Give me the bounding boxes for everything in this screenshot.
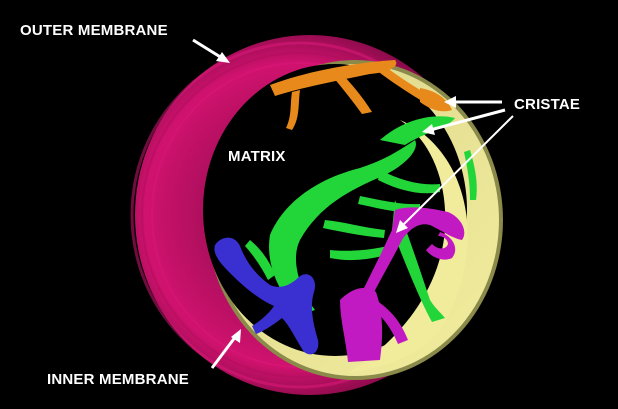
crista-orange xyxy=(270,60,452,130)
label-matrix: MATRIX xyxy=(228,148,286,165)
label-outer-membrane: OUTER MEMBRANE xyxy=(20,22,168,39)
label-cristae: CRISTAE xyxy=(514,96,581,113)
crista-blue xyxy=(214,237,319,355)
label-inner-membrane: INNER MEMBRANE xyxy=(47,371,189,388)
crista-magenta xyxy=(340,207,465,362)
label-arrows xyxy=(192,38,514,369)
